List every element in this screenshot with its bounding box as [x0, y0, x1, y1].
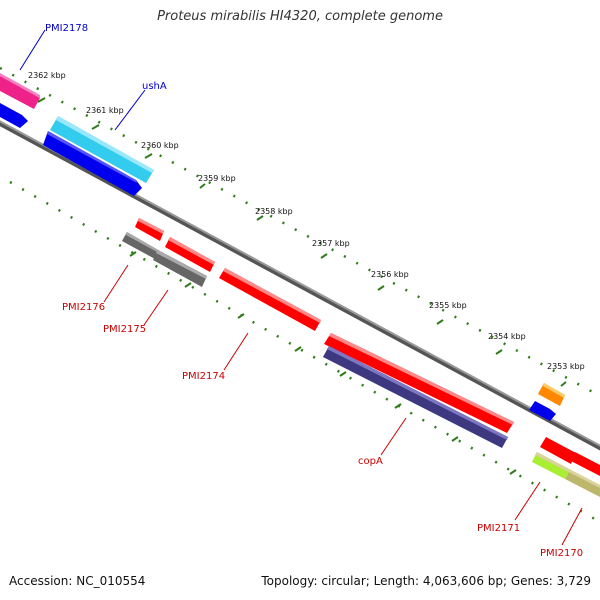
- gene-label-PMI2171: PMI2171: [477, 523, 520, 534]
- gene-label-PMI2178: PMI2178: [45, 23, 88, 34]
- kbp-label: 2355 kbp: [429, 301, 467, 310]
- kbp-label: 2362 kbp: [28, 71, 66, 80]
- gene-feature: [219, 268, 321, 331]
- gene-feature: [540, 437, 576, 464]
- gene-feature-highlight: [47, 131, 137, 183]
- gene-feature-highlight: [126, 232, 160, 253]
- label-pointers: [19, 29, 583, 546]
- gene-label-copA: copA: [358, 456, 383, 467]
- gene-feature: [135, 218, 164, 241]
- gene-feature: [43, 131, 142, 196]
- map-title: Proteus mirabilis HI4320, complete genom…: [157, 9, 443, 24]
- gene-labels: PMI2178 ushA PMI2176 PMI2175 PMI2174 cop…: [45, 23, 583, 559]
- gene-feature: [529, 401, 556, 421]
- kbp-label: 2357 kbp: [312, 239, 350, 248]
- gene-feature: [569, 452, 600, 476]
- gene-feature: [0, 103, 28, 128]
- gene-label-ushA: ushA: [142, 81, 167, 92]
- gene-feature: [565, 470, 600, 497]
- gene-feature: [153, 250, 207, 287]
- accession-text: Accession: NC_010554: [9, 574, 146, 588]
- outer-tick-row: [0, 66, 600, 398]
- gene-label-PMI2170: PMI2170: [540, 548, 583, 559]
- gene-feature-highlight: [156, 250, 207, 279]
- gene-feature: [532, 452, 570, 479]
- gene-feature: [50, 116, 154, 183]
- gene-feature: [324, 333, 514, 433]
- gene-feature-highlight: [138, 218, 164, 234]
- gene-feature-highlight: [56, 116, 154, 173]
- gene-feature: [538, 383, 565, 406]
- gene-feature: [165, 237, 215, 272]
- forward-genes: [0, 73, 565, 421]
- kbp-label: 2359 kbp: [198, 174, 236, 183]
- gene-label-PMI2176: PMI2176: [62, 302, 105, 313]
- gene-feature-highlight: [543, 383, 565, 398]
- inner-tick-row: [9, 180, 600, 524]
- kbp-label: 2361 kbp: [86, 106, 124, 115]
- gene-feature: [323, 346, 508, 448]
- gene-label-PMI2174: PMI2174: [182, 371, 225, 382]
- gene-feature-highlight: [327, 346, 508, 440]
- gene-feature-highlight: [223, 268, 321, 323]
- gene-label-PMI2175: PMI2175: [103, 324, 146, 335]
- kbp-labels: 2362 kbp 2361 kbp 2360 kbp 2359 kbp 2358…: [28, 71, 585, 371]
- gene-feature-highlight: [0, 73, 40, 98]
- kbp-label: 2356 kbp: [371, 270, 409, 279]
- gene-feature: [122, 232, 160, 259]
- kbp-label: 2360 kbp: [141, 141, 179, 150]
- kbp-label: 2358 kbp: [255, 207, 293, 216]
- gene-feature-highlight: [168, 237, 215, 265]
- gene-feature: [0, 76, 40, 109]
- reverse-genes: [122, 218, 600, 497]
- kbp-label: 2354 kbp: [488, 332, 526, 341]
- summary-text: Topology: circular; Length: 4,063,606 bp…: [261, 574, 591, 588]
- gene-feature-highlight: [535, 452, 600, 488]
- gene-feature-highlight: [329, 333, 514, 425]
- kbp-label: 2353 kbp: [547, 362, 585, 371]
